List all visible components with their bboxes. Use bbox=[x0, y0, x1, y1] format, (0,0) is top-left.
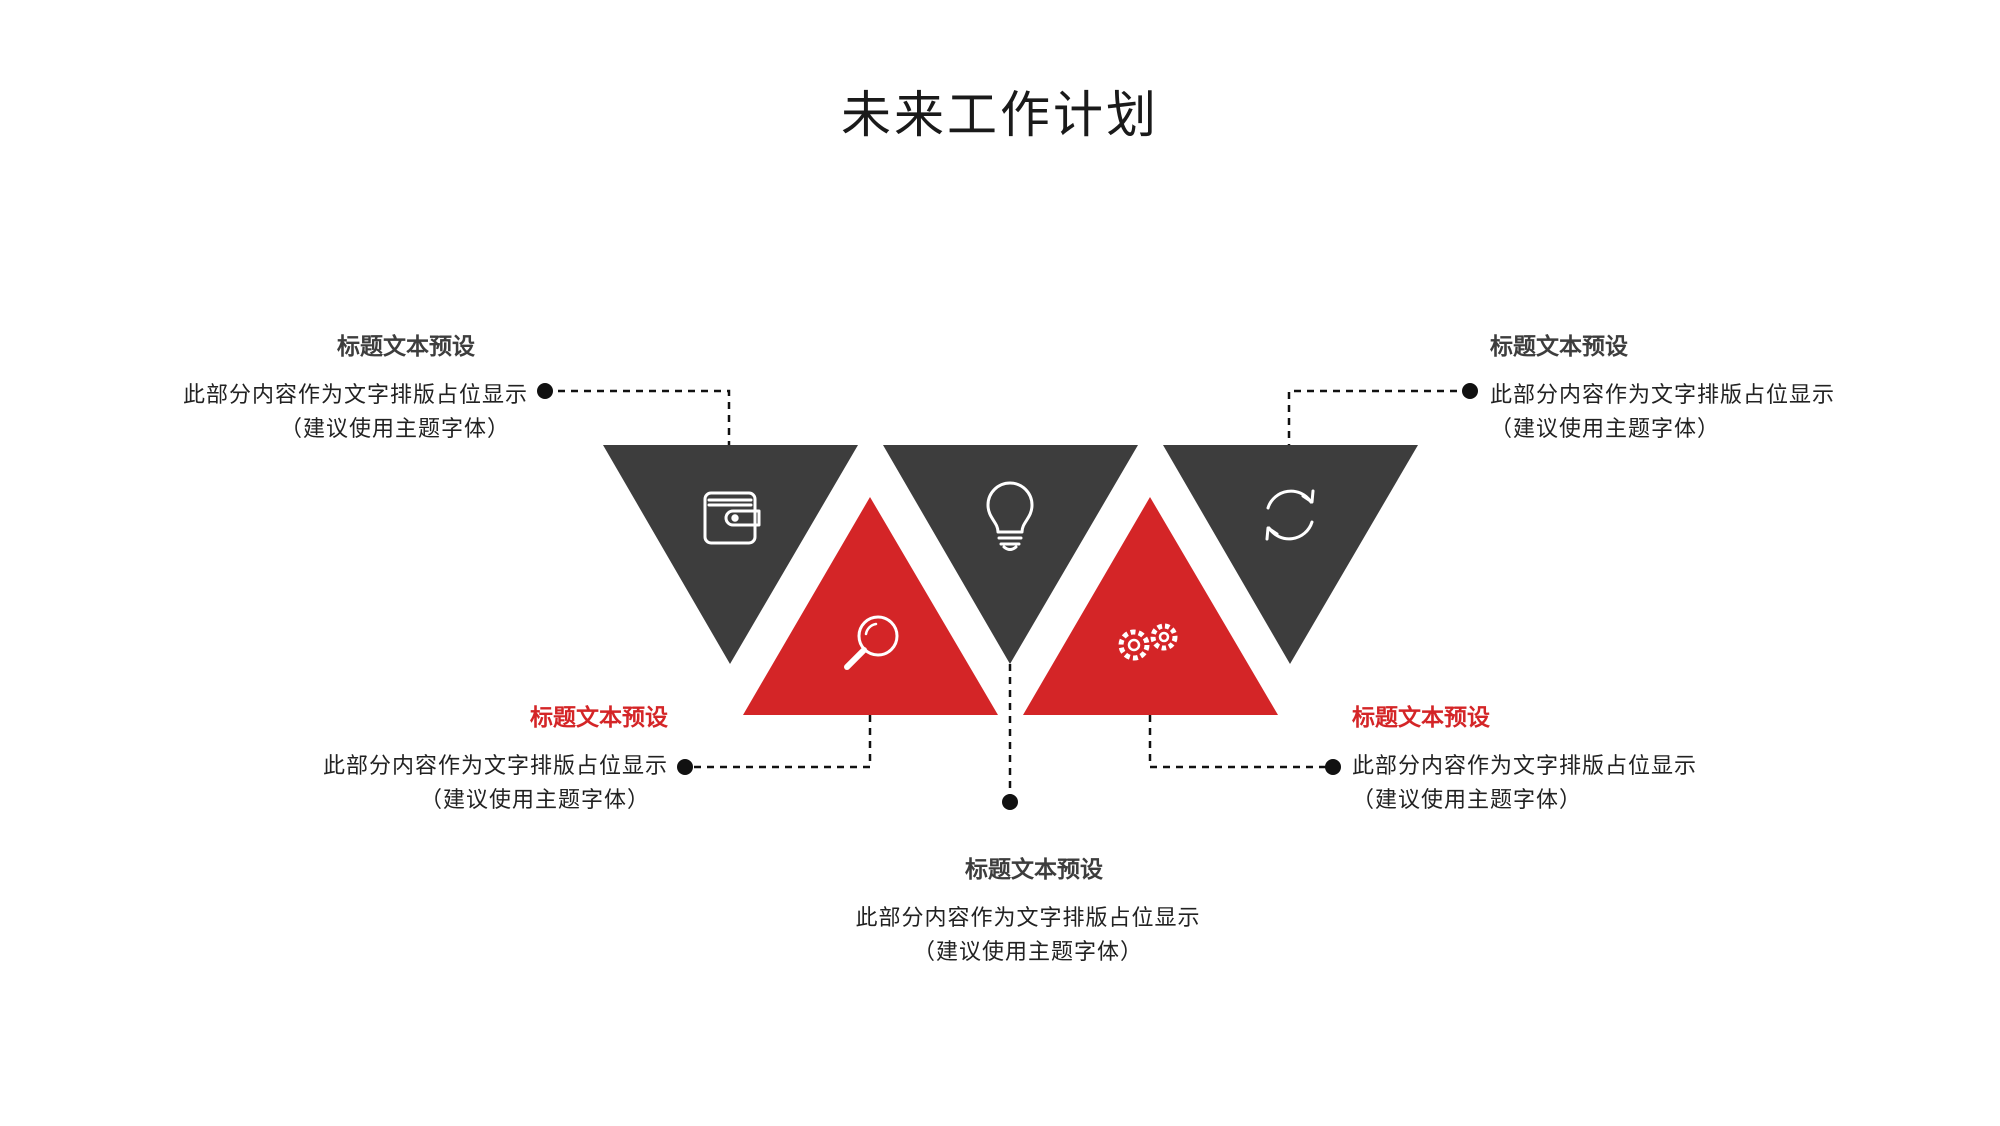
triangle-dark-1 bbox=[603, 445, 858, 664]
text-block-top-right: 标题文本预设 此部分内容作为文字排版占位显示 （建议使用主题字体） bbox=[1490, 327, 1930, 447]
body-line2-top-left: （建议使用主题字体） bbox=[279, 417, 510, 442]
body-line1-bottom-center: 此部分内容作为文字排版占位显示 bbox=[855, 906, 1201, 931]
triangle-red-1 bbox=[743, 497, 998, 715]
search-icon bbox=[844, 615, 899, 670]
heading-bottom-center: 标题文本预设 bbox=[965, 857, 1103, 883]
text-block-bottom-center: 标题文本预设 此部分内容作为文字排版占位显示 （建议使用主题字体） bbox=[840, 850, 1300, 970]
text-block-top-left: 标题文本预设 此部分内容作为文字排版占位显示 （建议使用主题字体） bbox=[88, 327, 528, 447]
lightbulb-icon bbox=[986, 481, 1034, 551]
heading-middle-left: 标题文本预设 bbox=[530, 705, 668, 731]
triangle-dark-2 bbox=[883, 445, 1138, 664]
triangle-red-2 bbox=[1023, 497, 1278, 715]
connector-dot-top-left bbox=[537, 383, 553, 399]
connector-top-right bbox=[1287, 389, 1470, 445]
page-title: 未来工作计划 bbox=[841, 86, 1159, 144]
text-block-middle-right: 标题文本预设 此部分内容作为文字排版占位显示 （建议使用主题字体） bbox=[1352, 698, 1792, 818]
text-block-middle-left: 标题文本预设 此部分内容作为文字排版占位显示 （建议使用主题字体） bbox=[228, 698, 668, 818]
heading-top-right: 标题文本预设 bbox=[1490, 334, 1628, 360]
body-line1-top-right: 此部分内容作为文字排版占位显示 bbox=[1490, 383, 1836, 408]
body-line2-bottom-center: （建议使用主题字体） bbox=[912, 940, 1143, 965]
body-line1-middle-right: 此部分内容作为文字排版占位显示 bbox=[1352, 754, 1698, 779]
connector-dot-bottom-center bbox=[1002, 794, 1018, 810]
triangle-dark-3 bbox=[1163, 445, 1418, 664]
connector-top-left bbox=[545, 389, 731, 445]
connector-dot-middle-right bbox=[1325, 759, 1341, 775]
connector-middle-right bbox=[1148, 715, 1333, 769]
heading-top-left: 标题文本预设 bbox=[337, 334, 475, 360]
heading-middle-right: 标题文本预设 bbox=[1352, 705, 1490, 731]
body-line2-middle-right: （建议使用主题字体） bbox=[1352, 788, 1583, 813]
connector-dot-top-right bbox=[1462, 383, 1478, 399]
refresh-icon bbox=[1265, 489, 1315, 541]
wallet-icon bbox=[703, 491, 761, 545]
body-line1-top-left: 此部分内容作为文字排版占位显示 bbox=[182, 383, 528, 408]
body-line2-middle-left: （建议使用主题字体） bbox=[419, 788, 650, 813]
gears-icon bbox=[1118, 623, 1178, 661]
body-line2-top-right: （建议使用主题字体） bbox=[1490, 417, 1721, 442]
connector-dot-middle-left bbox=[677, 759, 693, 775]
body-line1-middle-left: 此部分内容作为文字排版占位显示 bbox=[322, 754, 668, 779]
connector-middle-left bbox=[685, 715, 872, 769]
